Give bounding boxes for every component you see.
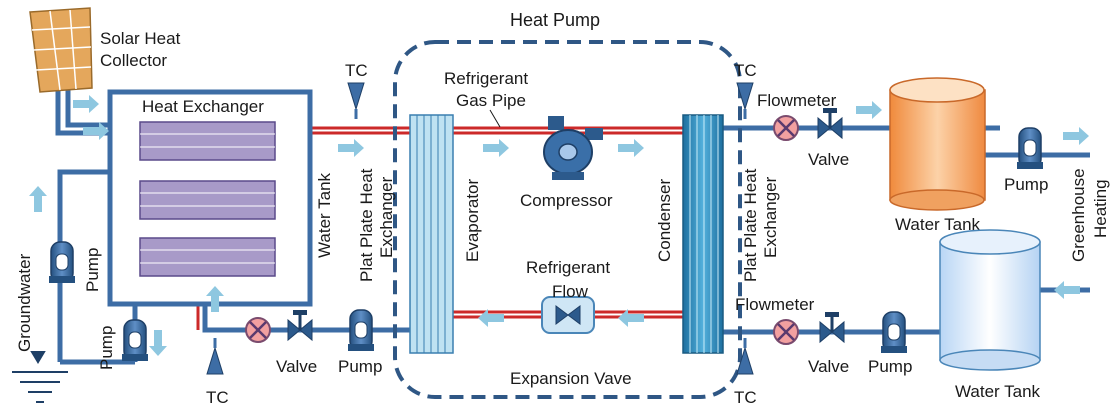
pump-icon-left — [347, 309, 375, 352]
pump-icon-lower-left — [121, 319, 149, 362]
valve-label-left: Valve — [276, 357, 317, 376]
condenser-label: Condenser — [655, 178, 674, 262]
pump-label-left: Pump — [338, 357, 382, 376]
heat-exchanger-label: Heat Exchanger — [142, 97, 264, 116]
tc-label-2: TC — [734, 61, 757, 80]
refrigerant-gas-label-1: Refrigerant — [444, 69, 528, 88]
solar-label-1: Solar Heat — [100, 29, 181, 48]
tc-label-4: TC — [734, 388, 757, 407]
greenhouse-label-1: Greenhouse — [1069, 168, 1088, 262]
expansion-valve-icon — [541, 296, 595, 334]
pump-label-bottom-right: Pump — [868, 357, 912, 376]
hot-water-tank-icon — [889, 77, 986, 211]
valve-label-top: Valve — [808, 150, 849, 169]
flowmeter-icon-bottom — [772, 318, 800, 346]
heat-pump-boundary — [393, 40, 742, 399]
pump-label-groundwater: Pump — [83, 248, 102, 292]
groundwater-label: Groundwater — [15, 253, 34, 352]
water-tank-vertical-label: Water Tank — [315, 172, 334, 258]
valve-label-bottom: Valve — [808, 357, 849, 376]
pump-label-top-right: Pump — [1004, 175, 1048, 194]
solar-label-2: Collector — [100, 51, 167, 70]
flowmeter-icon-top — [772, 114, 800, 142]
evaporator-label: Evaporator — [463, 179, 482, 262]
pump-icon-top-right — [1016, 127, 1044, 170]
pump-icon-bottom-right — [880, 311, 908, 354]
flowmeter-label-top: Flowmeter — [757, 91, 837, 110]
heat-pump-label: Heat Pump — [510, 10, 600, 30]
greenhouse-label-2: Heating — [1091, 179, 1110, 238]
compressor-icon — [543, 116, 603, 180]
flowmeter-label-bottom: Flowmeter — [735, 295, 815, 314]
flowmeter-icon-left — [244, 316, 272, 344]
compressor-label: Compressor — [520, 191, 613, 210]
heat-exchanger-coils — [139, 121, 276, 277]
water-tank-label-top: Water Tank — [895, 215, 981, 234]
refrigerant-flow-label-1: Refrigerant — [526, 258, 610, 277]
refrigerant-gas-pointer — [489, 109, 501, 128]
plate-hx-right-label-1: Plat Plate Heat — [741, 168, 760, 282]
pump-icon-groundwater — [48, 241, 76, 284]
valve-icon-top — [816, 106, 844, 140]
tc-label-3: TC — [206, 388, 229, 407]
cold-water-tank-icon — [939, 229, 1041, 371]
refrigerant-flow-label-2: Flow — [552, 282, 589, 301]
pump-label-lower-left: Pump — [97, 326, 116, 370]
valve-icon-bottom — [818, 310, 846, 344]
ground-icon — [12, 351, 68, 403]
plate-hx-right-label-2: Exchanger — [761, 176, 780, 258]
tc-sensor-icon-1 — [346, 81, 366, 121]
evaporator-unit — [409, 114, 454, 354]
condenser-unit — [682, 114, 724, 354]
refrigerant-gas-label-2: Gas Pipe — [456, 91, 526, 110]
tc-label-1: TC — [345, 61, 368, 80]
water-tank-label-bottom: Water Tank — [955, 382, 1041, 401]
expansion-valve-label: Expansion Vave — [510, 369, 632, 388]
tc-sensor-icon-3 — [205, 336, 225, 376]
plate-hx-left-label-1: Plat Plate Heat — [357, 168, 376, 282]
plate-hx-left-label-2: Exchanger — [377, 176, 396, 258]
solar-collector-icon — [29, 7, 93, 93]
valve-icon-left — [286, 308, 314, 342]
